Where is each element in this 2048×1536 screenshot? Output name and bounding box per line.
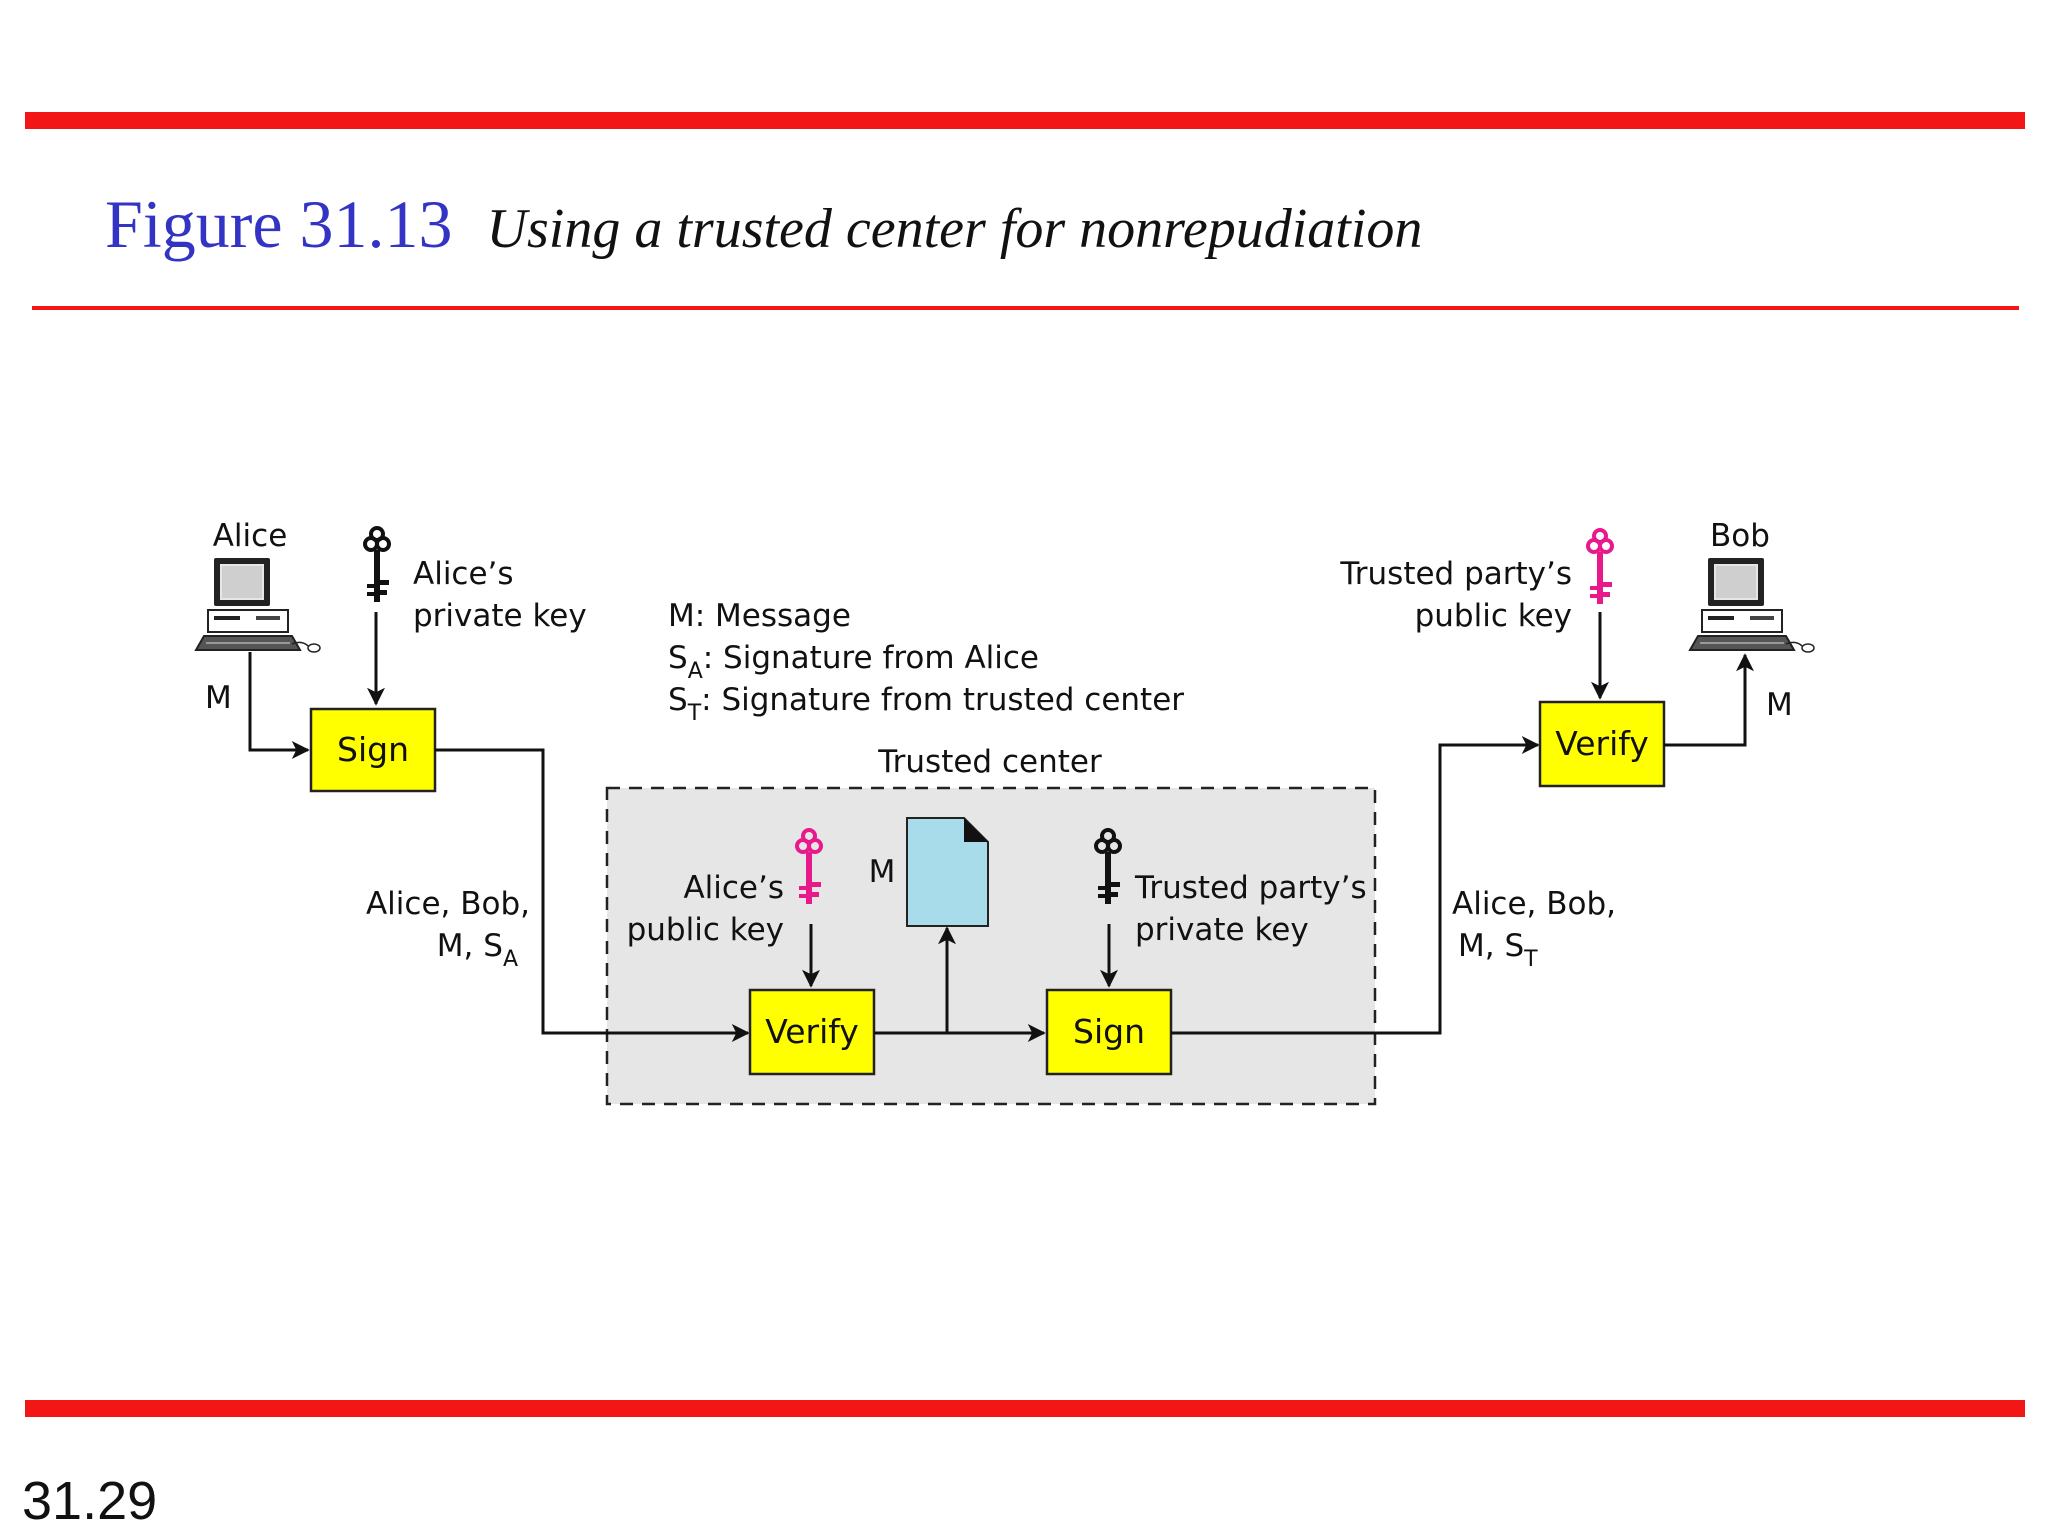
tc-verify-box xyxy=(748,988,876,1076)
tc-sign-label: Sign xyxy=(1073,1012,1145,1051)
figure-caption: Using a trusted center for nonrepudiatio… xyxy=(486,198,1423,260)
m-label-left: M xyxy=(205,680,232,716)
bottom-red-bar xyxy=(25,1400,2025,1417)
bob-verify-label: Verify xyxy=(1555,724,1649,763)
tc-sign-box xyxy=(1045,988,1173,1076)
alice-to-sign-arrow xyxy=(248,652,310,759)
bob-computer-icon xyxy=(1689,557,1815,653)
tc-verify-label: Verify xyxy=(765,1012,859,1051)
legend-message: M: Message xyxy=(668,598,851,634)
bob-label: Bob xyxy=(1710,518,1770,554)
title-underline xyxy=(32,306,2019,310)
trusted-private-key-line2: private key xyxy=(1135,912,1309,948)
page-number: 31.29 xyxy=(22,1471,158,1531)
legend-sa: SA: Signature from Alice xyxy=(668,640,1039,684)
trusted-public-key-line1: Trusted party’s xyxy=(1339,556,1572,592)
alice-public-key-line2: public key xyxy=(627,912,784,948)
sign-to-tc-verify-arrow xyxy=(435,748,750,1042)
alice-sign-label: Sign xyxy=(337,730,409,769)
left-transfer-line2: M, SA xyxy=(437,928,518,972)
figure-number: Figure 31.13 xyxy=(105,186,453,262)
m-label-doc: M xyxy=(869,854,896,890)
alice-label: Alice xyxy=(213,518,288,554)
alice-computer-icon xyxy=(195,557,321,653)
tc-sign-to-bob-verify-arrow xyxy=(1171,736,1540,1035)
alice-public-key-line1: Alice’s xyxy=(683,870,784,906)
document-corner xyxy=(964,818,988,842)
document-icon xyxy=(906,817,989,927)
trusted-public-key-line2: public key xyxy=(1415,598,1572,634)
top-red-bar xyxy=(25,112,2025,129)
trusted-center-panel xyxy=(605,786,1377,1106)
alice-private-key-icon xyxy=(363,526,391,604)
right-transfer-line2: M, ST xyxy=(1458,928,1538,972)
legend-st: ST: Signature from trusted center xyxy=(668,682,1184,726)
bob-verify-box xyxy=(1538,700,1666,788)
right-transfer-line1: Alice, Bob, xyxy=(1452,886,1616,922)
left-transfer-line1: Alice, Bob, xyxy=(366,886,530,922)
trusted-center-label: Trusted center xyxy=(877,744,1102,780)
bob-verify-to-bob-arrow xyxy=(1664,653,1754,747)
figure-title: Figure 31.13 Using a trusted center for n… xyxy=(105,185,1422,264)
m-label-right: M xyxy=(1766,687,1793,723)
alice-private-key-line1: Alice’s xyxy=(413,556,514,592)
trusted-public-key-icon xyxy=(1586,528,1614,606)
trusted-private-key-line1: Trusted party’s xyxy=(1134,870,1367,906)
alice-private-key-line2: private key xyxy=(413,598,587,634)
